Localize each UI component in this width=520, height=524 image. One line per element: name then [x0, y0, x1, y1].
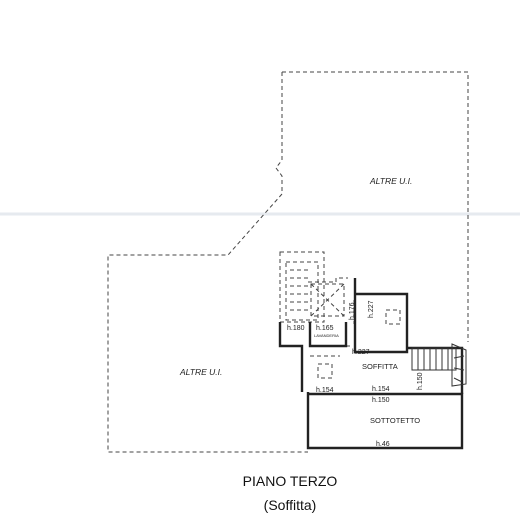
other-units-label-left: ALTRE U.I. [179, 367, 222, 377]
room-label-lavanderia: LAVANDERIA [314, 333, 339, 338]
height-label-227-top: h.227 [368, 300, 375, 318]
height-label-165: h.165 [316, 325, 334, 332]
height-label-150-row: h.150 [372, 397, 390, 404]
stair-block [279, 251, 401, 379]
plan-title: PIANO TERZO [243, 473, 338, 489]
height-label-176: h.176 [349, 302, 356, 320]
plan-subtitle: (Soffitta) [264, 497, 317, 513]
other-units-label-upper: ALTRE U.I. [369, 176, 412, 186]
right-stair [411, 343, 467, 387]
other-units-boundary [107, 71, 469, 453]
height-label-180: h.180 [287, 325, 305, 332]
room-label-sottotetto: SOTTOTETTO [370, 416, 420, 425]
height-label-150-vertical: h.150 [417, 372, 424, 390]
height-label-154-left: h.154 [316, 387, 334, 394]
height-label-154-right: h.154 [372, 386, 390, 393]
height-label-46: h.46 [376, 441, 390, 448]
height-label-227-mid: h.227 [352, 349, 370, 356]
room-label-soffitta: SOFFITTA [362, 362, 398, 371]
